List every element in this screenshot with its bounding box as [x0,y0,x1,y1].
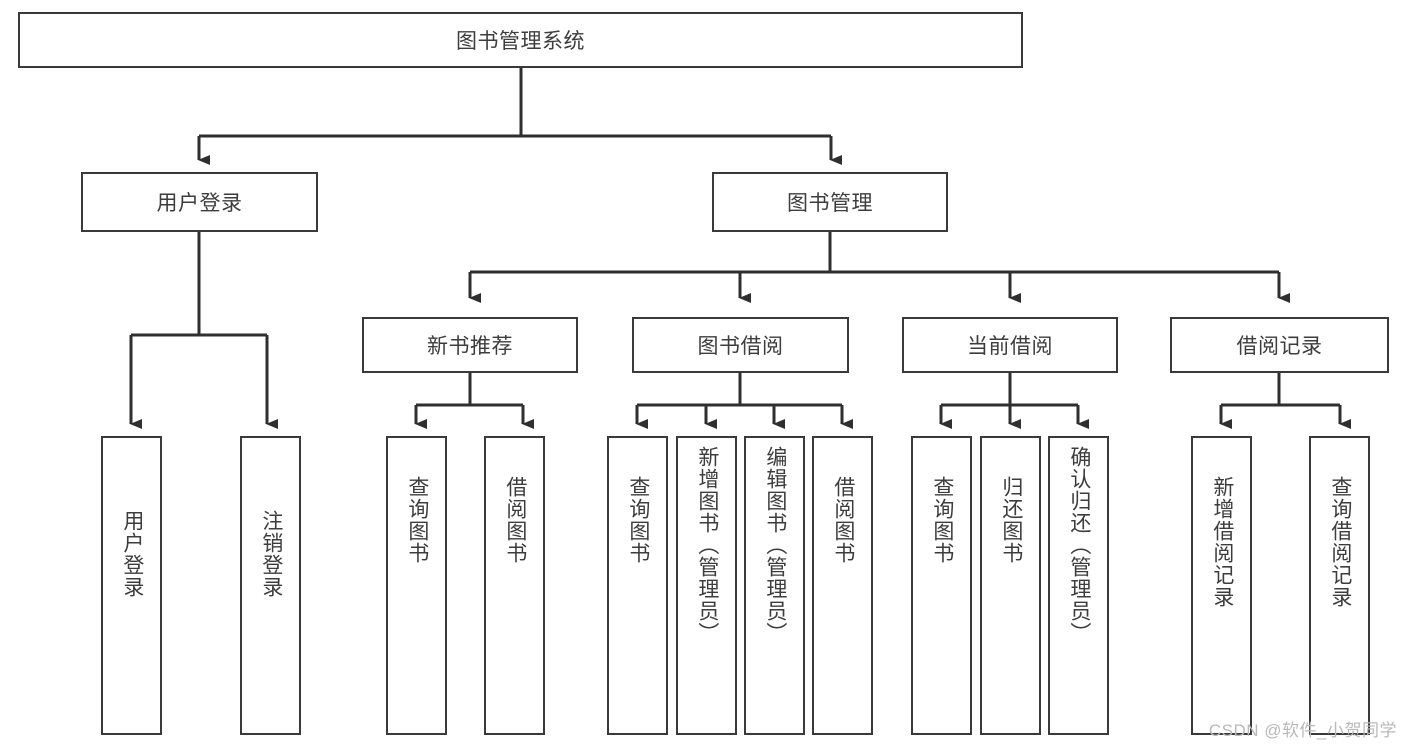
node-label: 当前借阅 [967,335,1053,358]
leaf-user-logout[interactable]: 注销登录 [240,436,301,735]
node-current-borrow[interactable]: 当前借阅 [902,317,1118,373]
leaf-label: 查询图书 [930,476,954,564]
leaf-label: 用户登录 [120,510,144,598]
leaf-label: 编辑图书（管理员） [763,446,787,644]
leaf-confirm-return-admin[interactable]: 确认归还（管理员） [1048,436,1109,735]
leaf-return-book[interactable]: 归还图书 [980,436,1041,735]
node-label: 新书推荐 [427,335,513,358]
node-book-borrow[interactable]: 图书借阅 [632,317,849,373]
leaf-query-borrow-record[interactable]: 查询借阅记录 [1309,436,1370,735]
leaf-label: 借阅图书 [503,476,527,564]
watermark-text: CSDN @软件_小贺同学 [1208,721,1397,740]
leaf-label: 新增图书（管理员） [695,446,719,644]
leaf-label: 借阅图书 [831,476,855,564]
leaf-edit-book-admin[interactable]: 编辑图书（管理员） [744,436,805,735]
leaf-borrow-book[interactable]: 借阅图书 [812,436,873,735]
leaf-label: 新增借阅记录 [1210,476,1234,608]
leaf-query-book-borrow[interactable]: 查询图书 [607,436,668,735]
leaf-user-login[interactable]: 用户登录 [101,436,162,735]
leaf-add-book-admin[interactable]: 新增图书（管理员） [676,436,737,735]
node-label: 图书管理系统 [456,30,585,53]
leaf-label: 查询借阅记录 [1328,476,1352,608]
node-label: 图书借阅 [697,335,784,358]
node-borrow-record[interactable]: 借阅记录 [1170,317,1389,373]
leaf-label: 注销登录 [259,510,283,598]
node-book-management[interactable]: 图书管理 [712,172,948,232]
node-user-login[interactable]: 用户登录 [81,172,318,232]
leaf-label: 归还图书 [999,476,1023,564]
leaf-label: 查询图书 [405,476,429,564]
node-label: 借阅记录 [1236,335,1323,358]
node-label: 用户登录 [156,192,243,215]
node-new-book-recommend[interactable]: 新书推荐 [362,317,578,373]
leaf-label: 确认归还（管理员） [1067,446,1091,644]
leaf-query-book-recommend[interactable]: 查询图书 [386,436,447,735]
leaf-borrow-book-recommend[interactable]: 借阅图书 [484,436,545,735]
leaf-add-borrow-record[interactable]: 新增借阅记录 [1191,436,1252,735]
node-label: 图书管理 [787,192,873,215]
leaf-query-book-current[interactable]: 查询图书 [911,436,972,735]
leaf-label: 查询图书 [626,476,650,564]
node-root-system[interactable]: 图书管理系统 [18,12,1023,68]
